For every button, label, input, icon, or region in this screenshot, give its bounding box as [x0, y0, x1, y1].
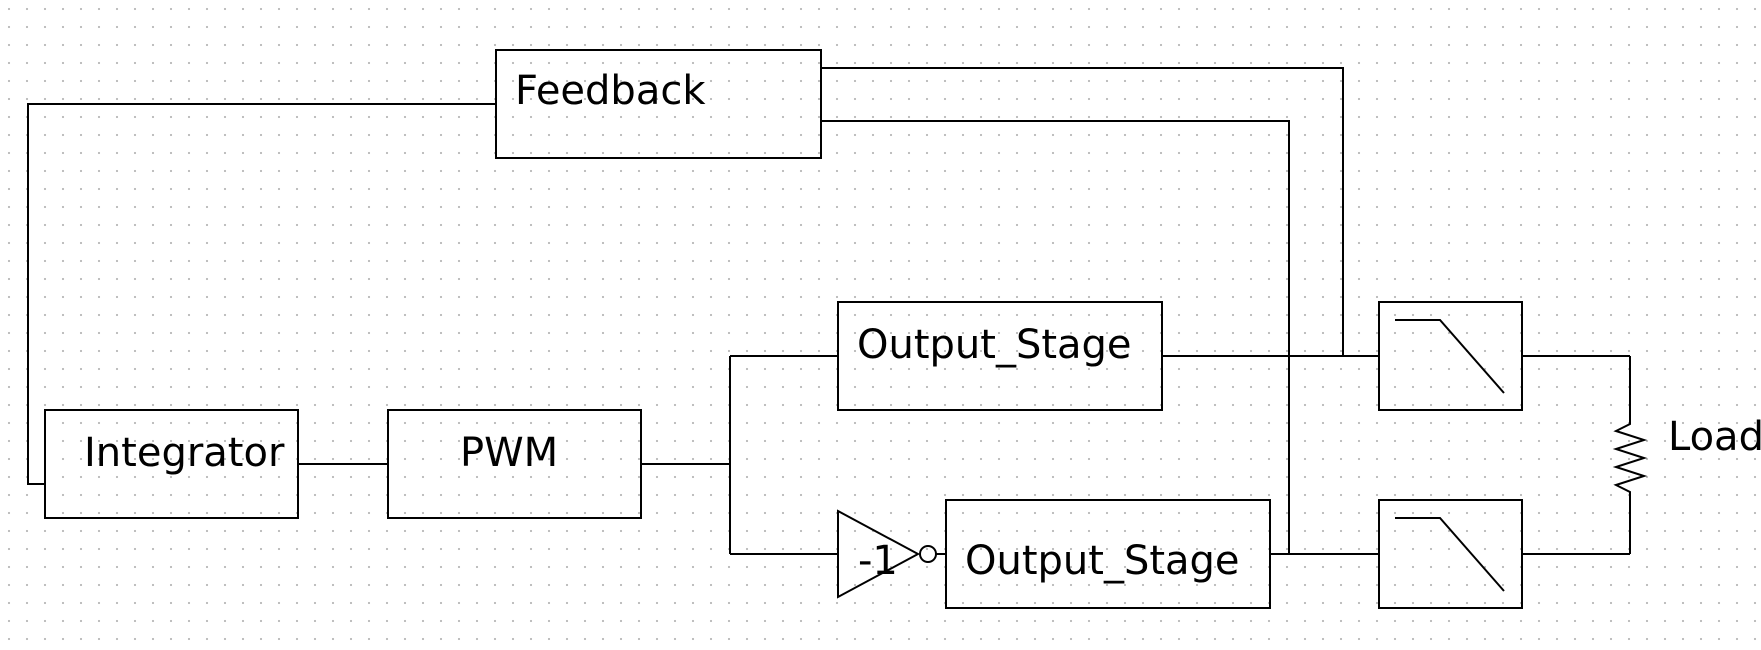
filter-bottom-box	[1378, 499, 1523, 609]
wire-feedback-to-integrator	[27, 103, 496, 485]
lowpass-filter-top[interactable]	[1378, 301, 1523, 411]
output-stage-bottom-block[interactable]: Output_Stage	[945, 499, 1271, 609]
load-resistor[interactable]: Load	[1612, 356, 1761, 554]
load-label: Load	[1668, 414, 1761, 460]
output-stage-bottom-label: Output_Stage	[965, 538, 1240, 584]
wire-feedback-tap-bottom	[821, 120, 1290, 554]
inverter-block[interactable]: -1	[837, 509, 937, 599]
inverter-label: -1	[858, 538, 898, 584]
feedback-block[interactable]: Feedback	[495, 49, 822, 159]
inverter-bubble	[919, 545, 937, 563]
wires	[27, 67, 1630, 555]
pwm-label: PWM	[460, 430, 558, 476]
output-stage-top-block[interactable]: Output_Stage	[837, 301, 1163, 411]
lowpass-filter-icon	[1395, 517, 1505, 592]
integrator-block[interactable]: Integrator	[44, 409, 299, 519]
filter-top-box	[1378, 301, 1523, 411]
output-stage-top-label: Output_Stage	[857, 322, 1132, 368]
pwm-block[interactable]: PWM	[387, 409, 642, 519]
wire-feedback-tap-top	[821, 67, 1344, 356]
lowpass-filter-bottom[interactable]	[1378, 499, 1523, 609]
feedback-label: Feedback	[515, 68, 706, 114]
resistor-icon	[1612, 356, 1648, 554]
integrator-label: Integrator	[84, 430, 285, 476]
lowpass-filter-icon	[1395, 319, 1505, 394]
